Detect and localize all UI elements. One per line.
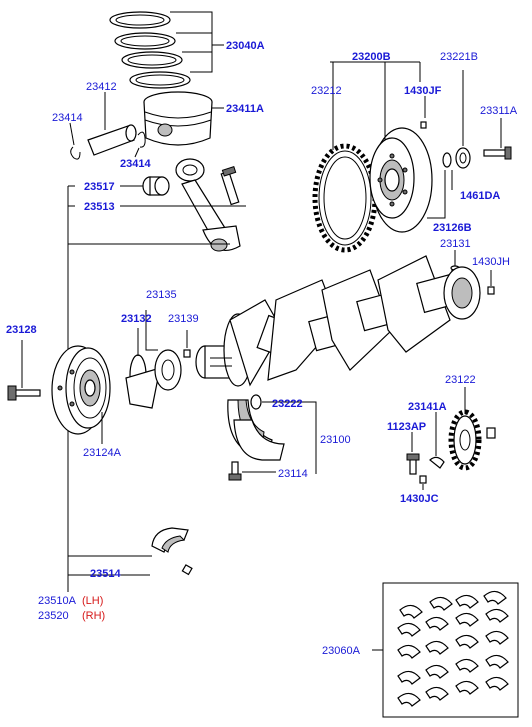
snap-ring-left[interactable]	[70, 146, 81, 160]
label-23411A: 23411A	[226, 103, 264, 115]
flywheel-spacer[interactable]	[442, 147, 471, 169]
label-23517: 23517	[84, 181, 115, 193]
main-bearing-lower[interactable]	[233, 419, 285, 461]
flywheel[interactable]	[369, 127, 433, 233]
label-23128: 23128	[6, 324, 37, 336]
flywheel-leader	[330, 61, 426, 150]
label-1430JH: 1430JH	[472, 256, 510, 268]
piston-rings[interactable]	[109, 11, 191, 89]
label-23311A: 23311A	[480, 105, 518, 117]
pulley-bolt[interactable]	[7, 385, 41, 401]
conrod-bearing-pin[interactable]	[181, 564, 193, 576]
sprocket-dowel[interactable]	[419, 475, 427, 484]
thrust-washer[interactable]	[250, 394, 262, 410]
flywheel-bolt[interactable]	[483, 146, 512, 160]
label-23222: 23222	[272, 398, 303, 410]
label-23114: 23114	[278, 468, 308, 480]
label-23514: 23514	[90, 568, 121, 580]
label-23212: 23212	[311, 85, 342, 97]
label-23040A: 23040A	[226, 40, 265, 52]
label-23510A: 23510A	[38, 595, 77, 607]
label-23520: 23520	[38, 610, 69, 622]
timing-key[interactable]	[429, 456, 445, 469]
woodruff-key[interactable]	[183, 349, 191, 358]
dowel-pin-crank[interactable]	[487, 286, 495, 295]
bearing-set-shells[interactable]	[397, 590, 509, 707]
crankshaft[interactable]	[195, 255, 481, 387]
piston[interactable]	[143, 91, 213, 146]
rod-bolt[interactable]	[220, 165, 240, 206]
label-23060A: 23060A	[322, 645, 361, 657]
piston-pin[interactable]	[87, 124, 137, 156]
label-23131: 23131	[440, 238, 471, 250]
ring-leader-lines	[170, 11, 224, 73]
dowel-pin-flywheel[interactable]	[420, 121, 427, 129]
crank-sprocket[interactable]	[154, 349, 182, 391]
label-23126B: 23126B	[433, 222, 472, 234]
timing-belt-guide[interactable]	[125, 354, 161, 409]
label-1123AP: 1123AP	[387, 421, 426, 433]
sprocket-bolt[interactable]	[406, 453, 420, 475]
label-23139: 23139	[168, 313, 199, 325]
label-23100: 23100	[320, 434, 351, 446]
label-23141A: 23141A	[408, 401, 447, 413]
rod-bushing[interactable]	[142, 176, 170, 196]
crank-pulley[interactable]	[51, 345, 111, 435]
label-23513: 23513	[84, 201, 115, 213]
snap-ring-right[interactable]	[137, 131, 146, 148]
label-23200B: 23200B	[352, 51, 391, 63]
label-23221B: 23221B	[440, 51, 478, 63]
label-1430JC: 1430JC	[400, 493, 439, 505]
label-23412: 23412	[86, 81, 117, 93]
label-23510A-note: (LH)	[82, 595, 103, 607]
label-23135: 23135	[146, 289, 177, 301]
label-1430JF: 1430JF	[404, 85, 442, 97]
timing-sprocket[interactable]	[448, 409, 482, 471]
label-23414-left: 23414	[52, 112, 83, 124]
label-1461DA: 1461DA	[460, 190, 500, 202]
label-23122: 23122	[445, 374, 476, 386]
label-23520-note: (RH)	[82, 610, 105, 622]
label-23414-right: 23414	[120, 158, 151, 170]
sprocket-bolt-washer[interactable]	[486, 427, 496, 439]
conrod-bearing[interactable]	[151, 527, 189, 553]
ring-gear[interactable]	[312, 143, 378, 253]
label-23132: 23132	[121, 313, 152, 325]
label-23124A: 23124A	[83, 447, 122, 459]
bearing-cap-bolt[interactable]	[228, 461, 242, 481]
